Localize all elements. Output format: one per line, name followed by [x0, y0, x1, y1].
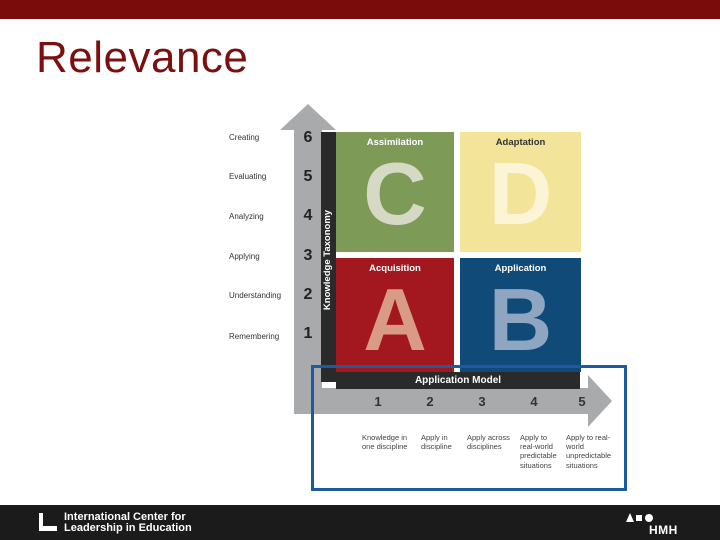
quadrant-label: Assimilation	[366, 137, 424, 148]
knowledge-taxonomy-bar	[321, 132, 336, 382]
footer-org-line1: International Center for	[64, 511, 186, 523]
footer-bar: International Center for Leadership in E…	[0, 505, 720, 540]
taxonomy-level-label: Creating	[229, 133, 260, 142]
application-model-label: Application Model	[414, 375, 502, 386]
taxonomy-level-number: 6	[303, 129, 313, 146]
quadrant-d-adaptation: Adaptation D	[460, 132, 581, 252]
hmh-logo-icon	[626, 513, 653, 522]
quadrant-label: Acquisition	[369, 263, 421, 274]
footer-org-name: International Center for Leadership in E…	[64, 512, 192, 534]
taxonomy-level-number: 1	[303, 325, 313, 342]
application-level-number: 5	[578, 394, 586, 409]
application-level-description: Apply to real-world predictable situatio…	[520, 433, 557, 470]
application-level-description: Apply to real-world unpredictable situat…	[566, 433, 612, 470]
taxonomy-level-label: Evaluating	[229, 172, 267, 181]
quadrant-letter: D	[488, 144, 553, 243]
taxonomy-level-label: Applying	[229, 252, 260, 261]
quadrant-a-acquisition: Acquisition A	[336, 258, 454, 372]
quadrant-c-assimilation: Assimilation C	[336, 132, 454, 252]
taxonomy-level-label: Analyzing	[229, 212, 264, 221]
taxonomy-level-label: Remembering	[229, 332, 280, 341]
application-model-bar: Application Model	[336, 372, 580, 389]
taxonomy-level-number: 5	[303, 168, 313, 185]
application-level-description: Apply across disciplines	[467, 433, 510, 452]
taxonomy-level-number: 2	[303, 286, 313, 303]
quadrant-letter: A	[363, 270, 427, 369]
application-level-number: 4	[530, 394, 538, 409]
quadrant-b-application: Application B	[460, 258, 581, 372]
taxonomy-level-number: 3	[303, 247, 313, 264]
slide-title: Relevance	[36, 33, 249, 82]
hmh-wordmark: HMH	[649, 523, 678, 537]
application-model-highlight-box	[311, 365, 627, 491]
quadrant-letter: C	[363, 144, 427, 243]
quadrant-label: Adaptation	[495, 137, 546, 148]
top-accent-bar	[0, 0, 720, 19]
taxonomy-level-number: 4	[303, 207, 313, 224]
icle-logo-icon	[39, 513, 57, 531]
application-level-description: Apply in discipline	[421, 433, 452, 452]
quadrant-label: Application	[494, 263, 547, 274]
footer-org-line2: Leadership in Education	[64, 522, 192, 534]
knowledge-taxonomy-label: Knowledge Taxonomy	[322, 209, 333, 311]
application-level-description: Knowledge in one discipline	[362, 433, 408, 452]
quadrant-letter: B	[488, 270, 553, 369]
application-level-number: 1	[374, 394, 382, 409]
application-level-number: 3	[478, 394, 486, 409]
application-level-number: 2	[426, 394, 434, 409]
taxonomy-level-label: Understanding	[229, 291, 282, 300]
